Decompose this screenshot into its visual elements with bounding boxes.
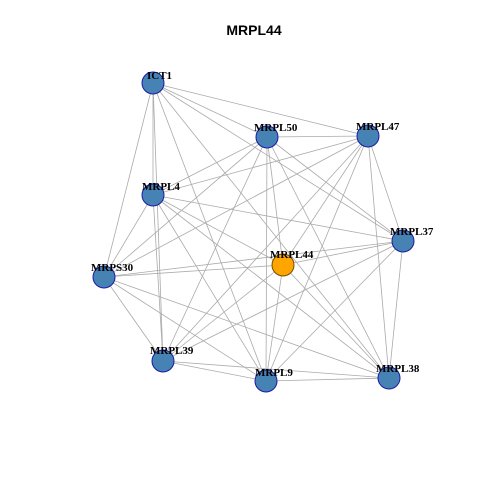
edge-layer [103,82,404,382]
node-mrpl9[interactable] [254,369,278,393]
edge-mrps30-mrpl38 [103,276,390,379]
node-mrpl38[interactable] [377,366,401,390]
node-label-ict1: ICT1 [147,70,172,82]
edge-ict1-mrpl9 [152,82,267,382]
edge-mrpl38-mrpl44 [282,264,390,379]
node-layer [92,71,415,393]
edge-mrpl47-mrpl4 [152,135,369,196]
edge-mrpl37-mrpl9 [265,240,404,382]
node-mrpl44[interactable] [271,253,295,277]
edge-mrpl50-mrpl44 [266,136,284,266]
edge-mrpl47-mrps30 [103,135,369,278]
edge-mrpl50-mrps30 [103,136,268,278]
node-label-mrpl47: MRPL47 [356,121,400,133]
node-mrpl39[interactable] [151,349,175,373]
edge-mrpl47-mrpl37 [367,135,404,242]
edge-mrpl39-mrpl9 [162,360,267,382]
node-label-mrpl38: MRPL38 [376,363,420,375]
node-mrpl4[interactable] [141,183,165,207]
node-label-mrpl9: MRPL9 [255,367,293,379]
node-mrpl37[interactable] [391,229,415,253]
edge-mrpl50-mrpl39 [162,136,268,362]
edge-mrps30-mrpl39 [103,276,164,362]
edge-mrpl4-mrpl39 [152,194,164,362]
node-label-mrpl39: MRPL39 [150,345,194,357]
node-mrpl47[interactable] [356,124,380,148]
edge-mrpl9-mrpl44 [265,264,284,382]
edge-mrpl39-mrpl38 [162,360,390,379]
edge-ict1-mrpl38 [152,82,390,379]
node-ict1[interactable] [141,71,165,95]
edge-mrpl37-mrpl38 [388,240,404,379]
edge-mrpl4-mrpl44 [152,194,284,266]
edge-mrpl50-mrpl47 [266,135,369,138]
node-label-mrpl50: MRPL50 [254,122,298,134]
edge-mrpl47-mrpl44 [282,135,369,266]
edge-mrpl47-mrpl39 [162,135,369,362]
edge-mrpl39-mrpl44 [162,264,284,362]
node-mrps30[interactable] [92,265,116,289]
edge-mrpl50-mrpl38 [266,136,390,379]
edge-mrpl4-mrpl9 [152,194,267,382]
edge-mrpl37-mrpl44 [282,240,404,266]
node-label-mrpl44: MRPL44 [270,249,314,261]
edge-mrpl9-mrpl38 [265,377,390,382]
edge-mrpl47-mrpl38 [367,135,390,379]
edge-mrpl37-mrps30 [103,240,404,278]
edge-ict1-mrpl50 [152,82,268,138]
node-label-mrpl4: MRPL4 [142,181,180,193]
edge-mrps30-mrpl9 [103,276,267,382]
edge-ict1-mrpl39 [152,82,164,362]
edge-ict1-mrpl47 [152,82,369,137]
edge-ict1-mrpl37 [152,82,404,242]
edge-ict1-mrps30 [103,82,154,278]
edge-mrpl4-mrps30 [103,194,154,278]
node-label-mrpl37: MRPL37 [390,226,434,238]
edge-mrpl50-mrpl37 [266,136,404,242]
diagram-title: MRPL44 [226,22,281,38]
edge-mrpl50-mrpl4 [152,136,268,196]
edge-mrps30-mrpl44 [103,264,284,278]
edge-mrpl50-mrpl9 [265,136,268,382]
node-mrpl50[interactable] [255,125,279,149]
edge-mrpl4-mrpl37 [152,194,404,242]
edge-mrpl4-mrpl38 [152,194,390,379]
node-label-mrps30: MRPS30 [91,262,134,274]
